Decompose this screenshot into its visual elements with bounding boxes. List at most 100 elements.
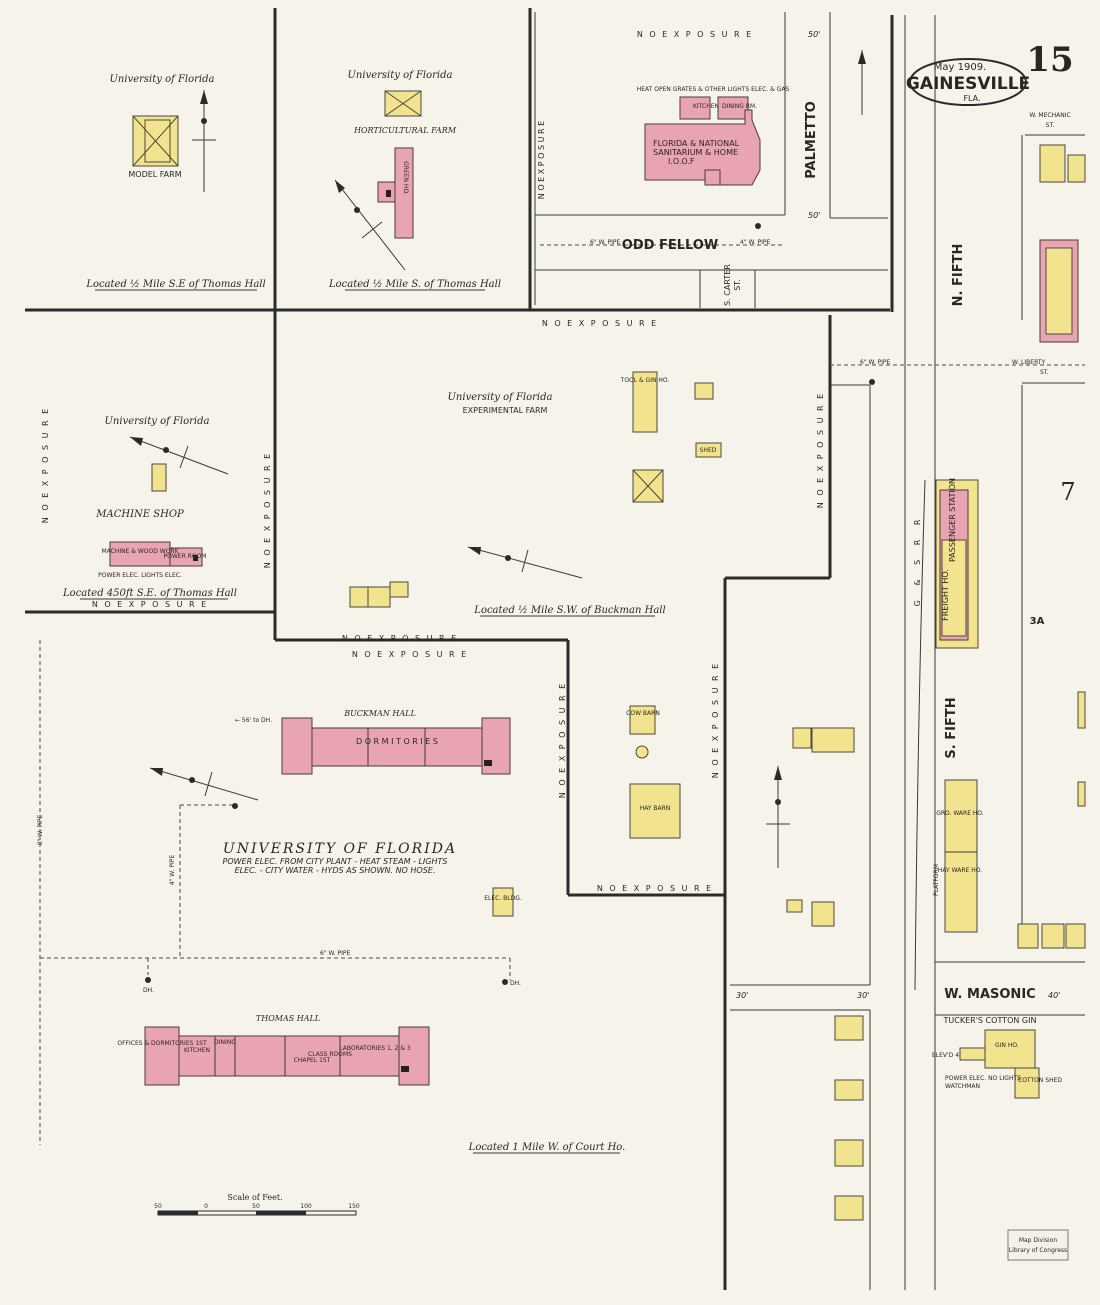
exp-title: University of Florida xyxy=(448,392,553,403)
no-exposure-mid2: N O E X P O S U R E xyxy=(352,650,468,659)
stamp-line-1: Map Division xyxy=(1019,1237,1058,1244)
dimension: 40' xyxy=(1048,991,1060,1000)
section-machine-shop: N O E X P O S U R E N O E X P O S U R E … xyxy=(41,407,272,609)
section-horticultural-farm: University of Florida HORTICULTURAL FARM… xyxy=(328,70,501,291)
gin-ho-label: GIN HO. xyxy=(995,1042,1019,1049)
heat-note: HEAT OPEN GRATES & OTHER LIGHTS ELEC. & … xyxy=(637,86,790,93)
scale-label: Scale of Feet. xyxy=(227,1193,282,1202)
cotton-shed-label: COTTON SHED xyxy=(1018,1077,1062,1084)
hay-barn xyxy=(629,783,681,839)
library-stamp: Map Division Library of Congress xyxy=(1007,1229,1069,1261)
thomas-part-kitchen: KITCHEN xyxy=(184,1047,210,1054)
buckman-title: BUCKMAN HALL xyxy=(343,709,416,718)
thomas-wing-east xyxy=(398,1026,430,1086)
sheet-number: 15 xyxy=(1026,40,1073,80)
uf-note-2: ELEC. - CITY WATER - HYDS AS SHOWN. NO H… xyxy=(235,866,436,875)
elev-label: ELEV'D 4' xyxy=(932,1052,961,1059)
thomas-part-chapel: CHAPEL 1ST xyxy=(294,1057,331,1064)
building xyxy=(349,586,369,608)
street-odd-fellow: ODD FELLOW xyxy=(622,238,718,253)
cotton-gin-title: TUCKER'S COTTON GIN xyxy=(943,1016,1037,1025)
power-note: POWER ELEC. LIGHTS ELEC. xyxy=(98,572,182,579)
buckman-dormitories xyxy=(311,727,483,767)
dimension: 30' xyxy=(857,991,869,1000)
thomas-title: THOMAS HALL xyxy=(256,1014,320,1023)
no-exposure-left-san: N O E X P O S U R E xyxy=(537,121,546,199)
building xyxy=(694,382,714,400)
north-arrow xyxy=(129,436,229,475)
stamp-line-2: Library of Congress xyxy=(1009,1247,1067,1254)
passenger-label: PASSENGER STATION xyxy=(948,478,957,562)
main-location: Located 1 Mile W. of Court Ho. xyxy=(468,1142,626,1153)
building xyxy=(367,586,391,608)
hydrant xyxy=(755,223,761,229)
building xyxy=(1077,781,1086,807)
map-date: May 1909. xyxy=(934,62,986,73)
north-arrow xyxy=(192,90,216,192)
kitchen-label: KITCHEN xyxy=(693,103,719,110)
pipe-label: 8" W. PIPE xyxy=(37,815,44,846)
pipe-label: 6" W. PIPE xyxy=(590,239,621,246)
pipe-label: 6" W. PIPE xyxy=(860,359,891,366)
scale-tick: 50 xyxy=(252,1203,260,1210)
street-palmetto: PALMETTO xyxy=(804,101,819,179)
gin-house xyxy=(984,1029,1036,1069)
no-exposure-right: N O E X P O S U R E xyxy=(263,452,272,568)
building xyxy=(1077,691,1086,729)
building-inner xyxy=(1045,247,1073,335)
cow-barn-label: COW BARN xyxy=(626,710,660,717)
street-n-fifth: N. FIFTH xyxy=(951,244,966,307)
warehouses xyxy=(944,779,978,933)
hydrant xyxy=(232,803,238,809)
dh-label: DH. xyxy=(143,987,154,994)
machine-shop-building xyxy=(109,541,171,567)
north-arrow xyxy=(858,50,866,115)
machine-title: University of Florida xyxy=(105,416,210,427)
cow-barn xyxy=(629,705,656,735)
city-cartouche xyxy=(909,58,1027,106)
scale-tick: 150 xyxy=(348,1203,360,1210)
section-model-farm: University of Florida MODEL FARM Located… xyxy=(85,74,266,291)
street-w-mechanic-st: ST. xyxy=(1046,122,1055,129)
scale-tick: 100 xyxy=(300,1203,312,1210)
building xyxy=(1017,923,1039,949)
no-exposure-top: N O E X P O S U R E xyxy=(637,30,753,39)
no-exposure-mid: N O E X P O S U R E xyxy=(342,634,458,643)
hay-barn-label: HAY BARN xyxy=(640,805,671,812)
pipe-label: 6" W. PIPE xyxy=(320,950,351,957)
no-exposure-bottom: N O E X P O S U R E xyxy=(92,600,208,609)
water-pipes xyxy=(39,244,1085,1145)
hydrant xyxy=(502,979,508,985)
machine-small-building xyxy=(151,463,167,492)
gin-note: POWER ELEC. NO LIGHTS xyxy=(945,1075,1021,1082)
scale-tick: 50 xyxy=(154,1203,162,1210)
building xyxy=(1039,144,1066,183)
street-w-liberty: W. LIBERTY xyxy=(1012,359,1045,366)
street-carter-st: ST. xyxy=(733,279,742,291)
street-lines xyxy=(534,12,1085,1290)
hort-location: Located ½ Mile S. of Thomas Hall xyxy=(328,279,501,290)
dh-label: DH. xyxy=(510,980,521,987)
green-ho-label: GREEN HO. xyxy=(402,161,409,195)
no-exposure-exp-top: N O E X P O S U R E xyxy=(542,319,658,328)
grocery-ware-label: GRO. WARE HO. xyxy=(936,810,984,817)
title-block: May 1909. GAINESVILLE FLA. 15 xyxy=(906,40,1074,106)
state-name: FLA. xyxy=(963,94,980,103)
sanitarium-label: FLORIDA & NATIONAL SANITARIUM & HOME I.O… xyxy=(653,139,742,166)
machine-wood-label: MACHINE & WOOD WORK xyxy=(101,548,179,555)
street-w-masonic: W. MASONIC xyxy=(944,987,1035,1002)
thomas-part-dining: DINING xyxy=(214,1039,236,1046)
north-arrow xyxy=(467,546,583,579)
city-name: GAINESVILLE xyxy=(906,74,1030,94)
building xyxy=(834,1079,864,1101)
no-exposure-lower: N O E X P O S U R E xyxy=(597,884,713,893)
no-exposure-exp-right: N O E X P O S U R E xyxy=(816,392,825,508)
dh-marker: ← 56' to DH. xyxy=(235,717,272,724)
no-exposure-exp-right2: N O E X P O S U R E xyxy=(711,662,720,778)
gin-note-2: WATCHMAN xyxy=(945,1083,980,1090)
tool-ho-label: TOOL & GIN HO. xyxy=(620,377,670,384)
model-farm-title: University of Florida xyxy=(110,74,215,85)
dining-building xyxy=(717,96,749,120)
